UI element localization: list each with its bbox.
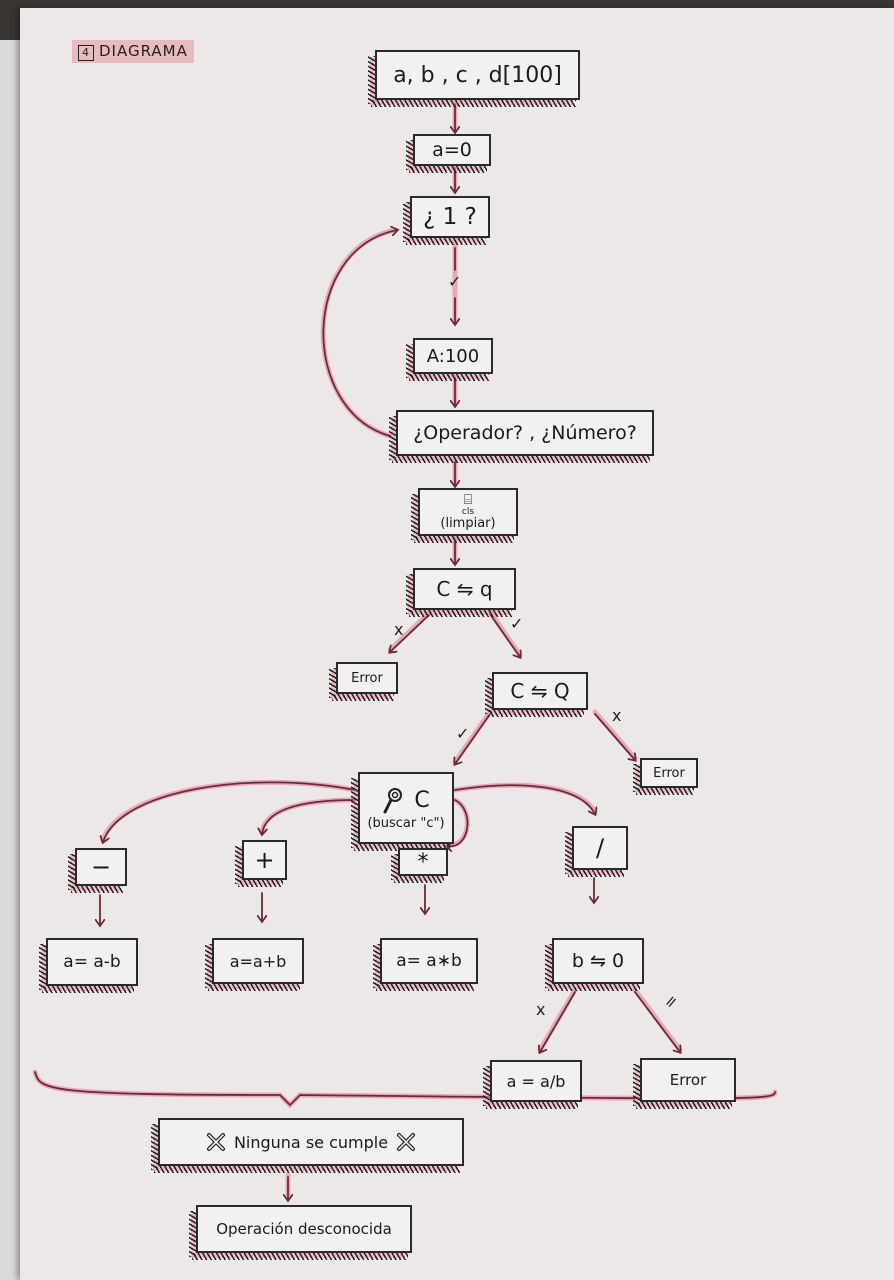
search-text: (buscar "c") <box>367 815 445 831</box>
clear-screen-icon: ⌸ <box>463 492 473 509</box>
no-b-label: x <box>536 1000 546 1019</box>
yes-q-label: ✓ <box>510 614 524 633</box>
diagram-title: DIAGRAMA <box>99 42 188 60</box>
res-mult-text: a= a∗b <box>396 951 462 971</box>
res-minus-text: a= a-b <box>63 952 121 972</box>
unknown-op-text: Operación desconocida <box>216 1220 392 1238</box>
cond-q-text: C ⇋ q <box>436 577 493 601</box>
input-text: ¿Operador? , ¿Número? <box>413 422 637 444</box>
res-div-node: a = a/b <box>483 1060 582 1109</box>
op-minus-node: − <box>68 848 127 893</box>
op-div-text: / <box>595 834 605 862</box>
no-Q-label: x <box>612 706 622 725</box>
declare-node: a, b , c , d[100] <box>368 50 580 107</box>
init-node: a=0 <box>406 134 491 173</box>
input-node: ¿Operador? , ¿Número? <box>389 410 654 463</box>
cond-q-node: C ⇋ q <box>406 568 516 617</box>
yes-loop-label: ✓ <box>448 272 462 291</box>
cond-b-text: b ⇋ 0 <box>571 950 625 972</box>
section-number: 4 <box>78 45 94 61</box>
init-text: a=0 <box>432 139 472 161</box>
loop-text: ¿ 1 ? <box>423 204 477 230</box>
clear-text: (limpiar) <box>440 516 496 532</box>
magnifier-icon <box>383 787 403 813</box>
unknown-op-node: Operación desconocida <box>189 1205 412 1260</box>
clear-node: ⌸ cls (limpiar) <box>411 488 518 543</box>
array-text: A:100 <box>426 345 480 367</box>
error1-text: Error <box>351 670 383 686</box>
declare-text: a, b , c , d[100] <box>393 62 562 88</box>
res-div-text: a = a/b <box>506 1071 566 1091</box>
none-text: Ninguna se cumple <box>233 1132 389 1152</box>
op-plus-node: + <box>235 840 287 887</box>
res-mult-node: a= a∗b <box>373 938 478 991</box>
search-node: C (buscar "c") <box>351 772 454 851</box>
error1-node: Error <box>329 662 398 701</box>
error3-text: Error <box>669 1071 707 1089</box>
yes-Q-label: ✓ <box>456 724 470 743</box>
none-node: Ninguna se cumple <box>151 1118 464 1173</box>
no-q-label: x <box>394 620 404 639</box>
error2-node: Error <box>633 758 698 795</box>
clear-sub: cls <box>461 506 475 517</box>
diagram-header: 4 DIAGRAMA <box>72 40 194 63</box>
op-div-node: / <box>565 826 628 877</box>
op-minus-text: − <box>90 853 112 881</box>
res-minus-node: a= a-b <box>39 938 138 993</box>
loop-decision-node: ¿ 1 ? <box>403 196 490 245</box>
error3-node: Error <box>633 1058 736 1109</box>
cond-b-node: b ⇋ 0 <box>545 938 644 991</box>
cond-Q-node: C ⇋ Q <box>485 672 588 717</box>
op-mult-node: * <box>391 848 448 883</box>
cross-icon <box>206 1133 225 1151</box>
op-plus-text: + <box>254 846 275 874</box>
search-symbol: C <box>414 788 430 813</box>
op-mult-text: * <box>417 849 429 875</box>
res-plus-node: a=a+b <box>205 938 304 991</box>
res-plus-text: a=a+b <box>229 951 287 971</box>
cross-icon <box>397 1133 416 1151</box>
error2-text: Error <box>653 765 685 781</box>
array-node: A:100 <box>406 338 493 381</box>
cond-Q-text: C ⇋ Q <box>510 679 570 703</box>
